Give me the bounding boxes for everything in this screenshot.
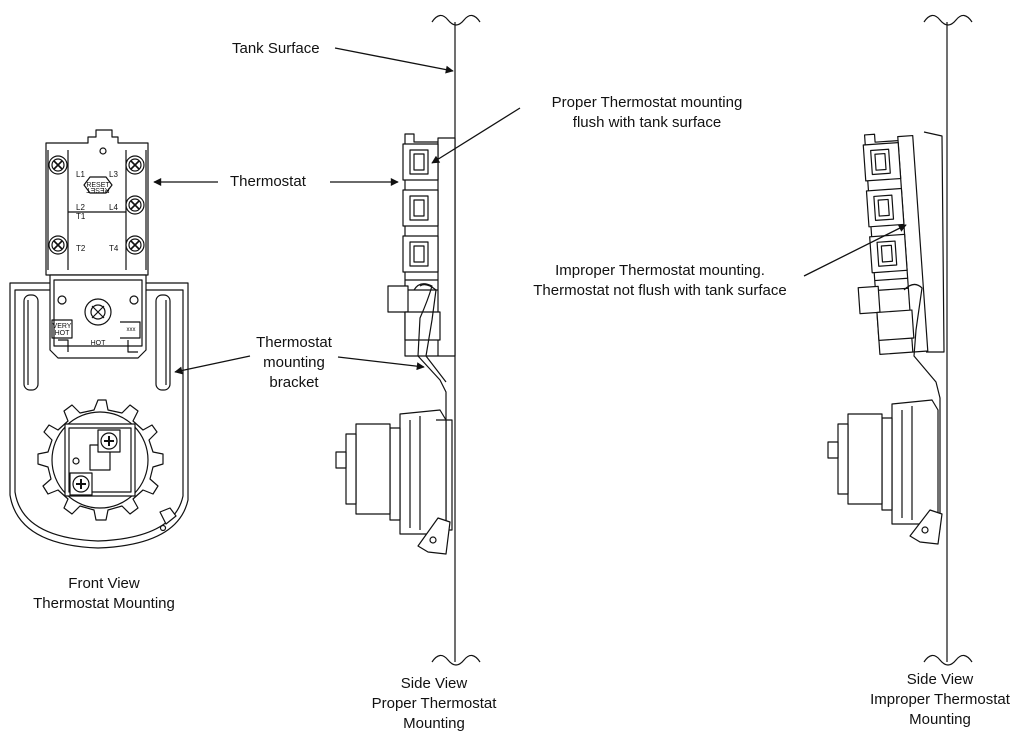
terminal-label-l3: L3 [109, 170, 118, 179]
arrow-improper [803, 224, 907, 277]
caption-front-line1: Front View [68, 575, 140, 592]
very-hot-label-1: VERY [53, 323, 72, 330]
arrow-tank-surface [334, 47, 454, 74]
front-thermostat-body [45, 129, 149, 359]
label-thermostat-mounting-bracket: Thermostat mounting bracket [240, 333, 348, 393]
front-view-thermostat-assembly: L1 L2 T1 T2 L3 L4 T4 RESET RESET VERY HO… [9, 129, 189, 549]
label-improper-line2: Thermostat not flush with tank surface [533, 282, 787, 299]
caption-side-view-proper: Side View Proper Thermostat Mounting [352, 674, 516, 734]
terminal-label-l1: L1 [76, 170, 85, 179]
caption-front-view: Front View Thermostat Mounting [14, 574, 194, 614]
terminal-label-t4: T4 [109, 244, 119, 253]
arrow-bracket-right [337, 356, 425, 371]
reset-label: RESET [86, 182, 110, 189]
label-bracket-line1: Thermostat [256, 334, 332, 351]
terminal-label-l2: L2 [76, 203, 85, 212]
label-proper-line1: Proper Thermostat mounting [551, 94, 743, 111]
callout-arrows [153, 47, 907, 375]
bracket-slot-right [155, 294, 171, 391]
xxx-label: xxx [127, 327, 136, 333]
caption-side-improper-line2: Improper Thermostat [870, 691, 1010, 708]
label-proper-mounting: Proper Thermostat mounting flush with ta… [520, 93, 774, 133]
label-improper-mounting: Improper Thermostat mounting. Thermostat… [500, 261, 820, 301]
caption-side-view-improper: Side View Improper Thermostat Mounting [852, 670, 1028, 730]
caption-front-line2: Thermostat Mounting [33, 595, 175, 612]
very-hot-label-2: HOT [55, 330, 71, 337]
element-flange [37, 399, 164, 521]
label-tank-surface: Tank Surface [232, 40, 320, 57]
label-thermostat: Thermostat [230, 173, 306, 190]
caption-side-proper-line3: Mounting [403, 715, 465, 732]
label-improper-line1: Improper Thermostat mounting. [555, 262, 765, 279]
side-view-proper-assembly [335, 133, 456, 555]
side-view-improper-assembly [827, 131, 945, 545]
caption-side-proper-line1: Side View [400, 675, 468, 692]
terminal-label-l4: L4 [109, 203, 118, 212]
label-bracket-line3: bracket [269, 374, 319, 391]
caption-side-proper-line2: Proper Thermostat [371, 695, 497, 712]
label-bracket-line2: mounting [263, 354, 325, 371]
terminal-label-t2: T2 [76, 244, 86, 253]
hot-label: HOT [91, 340, 107, 347]
arrow-proper-flush [431, 107, 521, 164]
terminal-label-t1: T1 [76, 212, 86, 221]
reset-label-inverted: RESET [86, 186, 110, 193]
bracket-slot-left [23, 294, 39, 391]
caption-side-improper-line1: Side View [906, 671, 974, 688]
tank-wall-improper [923, 14, 973, 666]
label-proper-line2: flush with tank surface [572, 114, 722, 131]
arrow-bracket-left [174, 355, 251, 375]
caption-side-improper-line3: Mounting [909, 711, 971, 728]
